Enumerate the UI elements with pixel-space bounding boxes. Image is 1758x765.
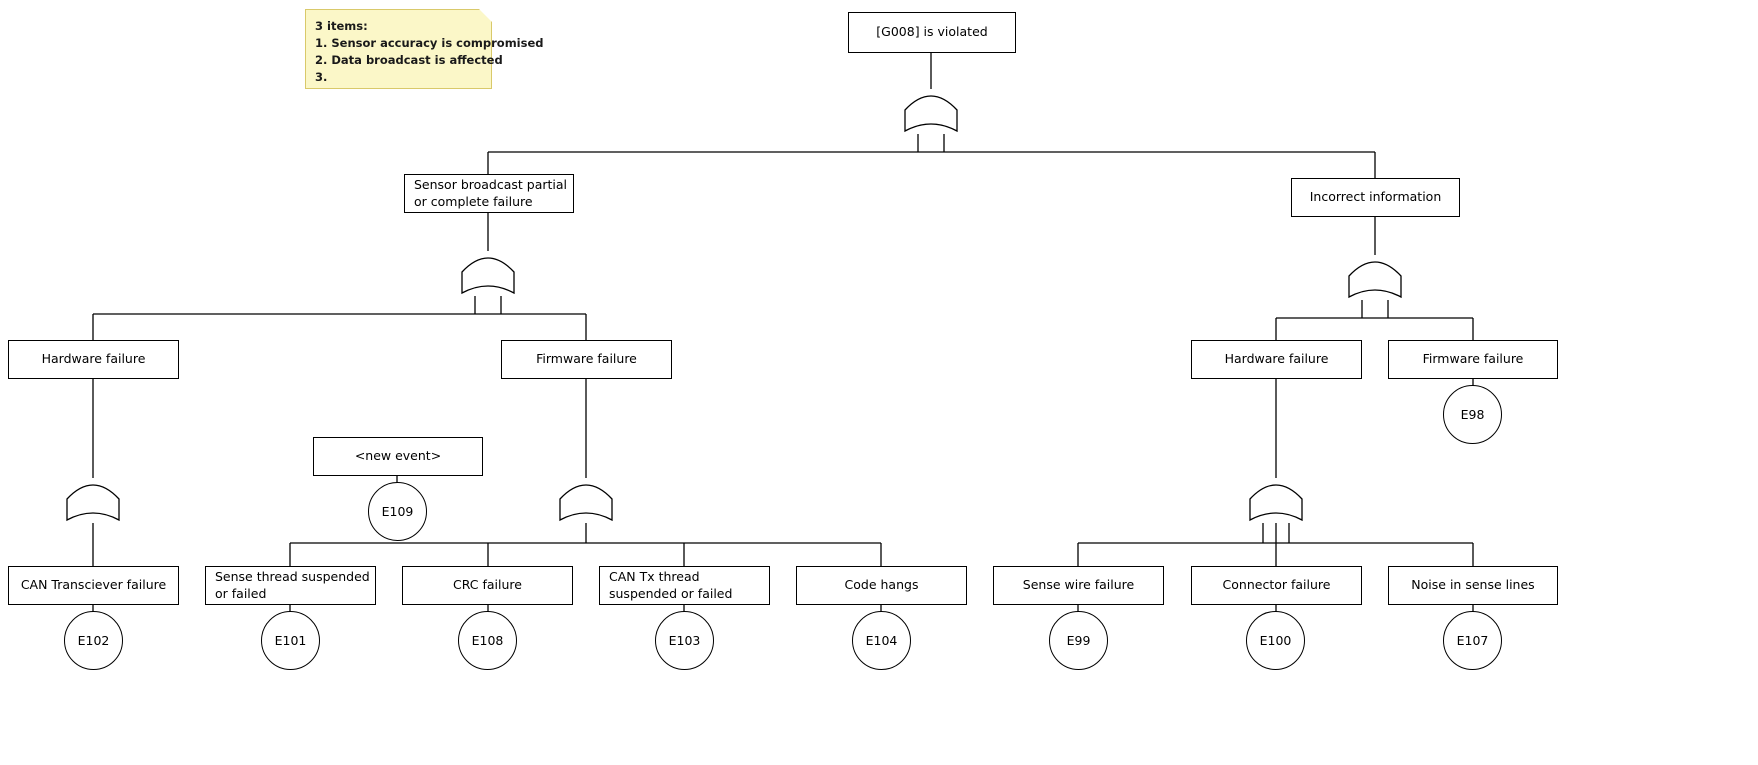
- event-circle-e102[interactable]: E102: [64, 611, 123, 670]
- sticky-note-line-3: 3.: [315, 70, 328, 85]
- node-connector-failure[interactable]: Connector failure: [1191, 566, 1362, 605]
- node-crc-failure-label: CRC failure: [453, 577, 522, 593]
- node-hardware-failure-left[interactable]: Hardware failure: [8, 340, 179, 379]
- node-noise-in-sense-lines-label: Noise in sense lines: [1411, 577, 1535, 593]
- node-crc-failure[interactable]: CRC failure: [402, 566, 573, 605]
- or-gate-firmware-left: [559, 484, 613, 522]
- event-circle-e101[interactable]: E101: [261, 611, 320, 670]
- node-code-hangs[interactable]: Code hangs: [796, 566, 967, 605]
- event-circle-e99[interactable]: E99: [1049, 611, 1108, 670]
- or-gate-hardware-left: [66, 484, 120, 522]
- sticky-note-line-0: 3 items:: [315, 19, 368, 33]
- event-circle-e109[interactable]: E109: [368, 482, 427, 541]
- node-can-tx-thread-suspended[interactable]: CAN Tx thread suspended or failed: [599, 566, 770, 605]
- node-sense-thread-suspended[interactable]: Sense thread suspended or failed: [205, 566, 376, 605]
- node-root[interactable]: [G008] is violated: [848, 12, 1016, 53]
- sticky-note-line-2: 2. Data broadcast is affected: [315, 53, 503, 68]
- node-sense-wire-failure[interactable]: Sense wire failure: [993, 566, 1164, 605]
- event-circle-e101-label: E101: [274, 633, 307, 648]
- event-circle-e108[interactable]: E108: [458, 611, 517, 670]
- sticky-note[interactable]: 3 items: 1. Sensor accuracy is compromis…: [305, 9, 544, 89]
- event-circle-e107[interactable]: E107: [1443, 611, 1502, 670]
- event-circle-e102-label: E102: [77, 633, 110, 648]
- node-root-label: [G008] is violated: [876, 24, 988, 40]
- or-gate-hardware-right: [1249, 484, 1303, 522]
- sticky-note-line-1: 1. Sensor accuracy is compromised: [315, 36, 544, 51]
- node-firmware-failure-left[interactable]: Firmware failure: [501, 340, 672, 379]
- node-connector-failure-label: Connector failure: [1222, 577, 1331, 593]
- event-circle-e98[interactable]: E98: [1443, 385, 1502, 444]
- node-hardware-failure-right-label: Hardware failure: [1224, 351, 1329, 367]
- or-gate-incorrect-information: [1348, 261, 1402, 299]
- event-circle-e103[interactable]: E103: [655, 611, 714, 670]
- event-circle-e98-label: E98: [1460, 407, 1485, 422]
- node-sense-thread-suspended-label: Sense thread suspended or failed: [215, 568, 370, 601]
- node-can-tx-thread-suspended-label: CAN Tx thread suspended or failed: [609, 568, 733, 601]
- node-incorrect-information-label: Incorrect information: [1309, 189, 1442, 205]
- node-noise-in-sense-lines[interactable]: Noise in sense lines: [1388, 566, 1558, 605]
- node-new-event-label: <new event>: [354, 448, 442, 464]
- node-hardware-failure-right[interactable]: Hardware failure: [1191, 340, 1362, 379]
- event-circle-e99-label: E99: [1066, 633, 1091, 648]
- node-incorrect-information[interactable]: Incorrect information: [1291, 178, 1460, 217]
- event-circle-e104-label: E104: [865, 633, 898, 648]
- node-code-hangs-label: Code hangs: [844, 577, 919, 593]
- node-sensor-broadcast[interactable]: Sensor broadcast partial or complete fai…: [404, 174, 574, 213]
- node-firmware-failure-right-label: Firmware failure: [1422, 351, 1524, 367]
- event-circle-e107-label: E107: [1456, 633, 1489, 648]
- node-new-event[interactable]: <new event>: [313, 437, 483, 476]
- event-circle-e103-label: E103: [668, 633, 701, 648]
- event-circle-e100-label: E100: [1259, 633, 1292, 648]
- event-circle-e100[interactable]: E100: [1246, 611, 1305, 670]
- node-sense-wire-failure-label: Sense wire failure: [1022, 577, 1135, 593]
- or-gate-root: [904, 95, 958, 133]
- node-hardware-failure-left-label: Hardware failure: [41, 351, 146, 367]
- sticky-note-fold-icon: [479, 9, 492, 22]
- event-circle-e104[interactable]: E104: [852, 611, 911, 670]
- node-firmware-failure-left-label: Firmware failure: [536, 351, 637, 367]
- node-firmware-failure-right[interactable]: Firmware failure: [1388, 340, 1558, 379]
- node-can-transciever-failure[interactable]: CAN Transciever failure: [8, 566, 179, 605]
- event-circle-e108-label: E108: [471, 633, 504, 648]
- event-circle-e109-label: E109: [381, 504, 414, 519]
- node-can-transciever-failure-label: CAN Transciever failure: [20, 577, 167, 593]
- node-sensor-broadcast-label: Sensor broadcast partial or complete fai…: [414, 176, 568, 209]
- or-gate-sensor-broadcast: [461, 257, 515, 295]
